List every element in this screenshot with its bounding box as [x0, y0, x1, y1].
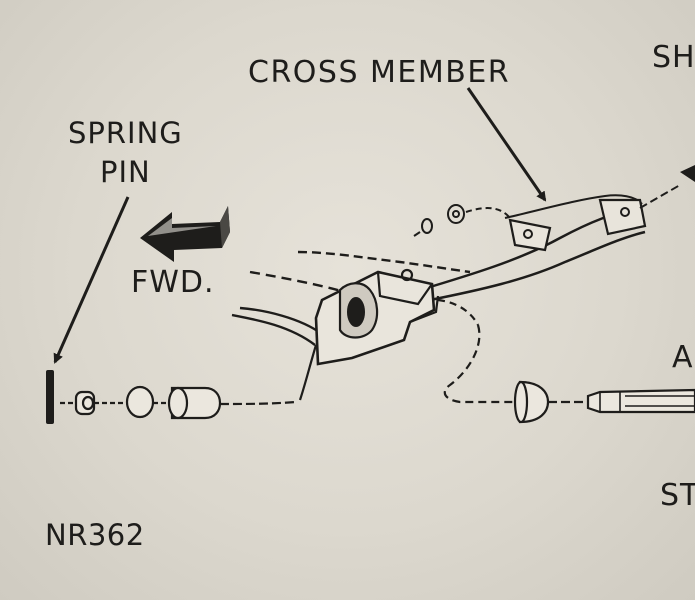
shaft-label-partial: SH: [652, 40, 695, 75]
bracket-part: [231, 250, 479, 401]
forward-label: FWD.: [131, 265, 215, 300]
spring-pin-part: [46, 370, 54, 424]
cross-member-part: [419, 165, 695, 302]
cross-member-leader-arrow: [466, 87, 547, 202]
st-label-partial: ST: [660, 478, 695, 513]
nut-washer-part: [413, 204, 511, 237]
figure-code-label: NR362: [45, 518, 145, 552]
bushing-stack-part: [60, 385, 297, 420]
forward-arrow-icon: [140, 206, 230, 262]
cross-member-label: CROSS MEMBER: [248, 55, 511, 90]
spring-pin-leader-arrow: [53, 196, 130, 364]
a-label-partial: A: [672, 340, 694, 375]
bolt-assembly-part: [443, 324, 695, 424]
spring-pin-label-line2: PIN: [100, 155, 151, 189]
spring-pin-label-line1: SPRING: [68, 116, 183, 150]
